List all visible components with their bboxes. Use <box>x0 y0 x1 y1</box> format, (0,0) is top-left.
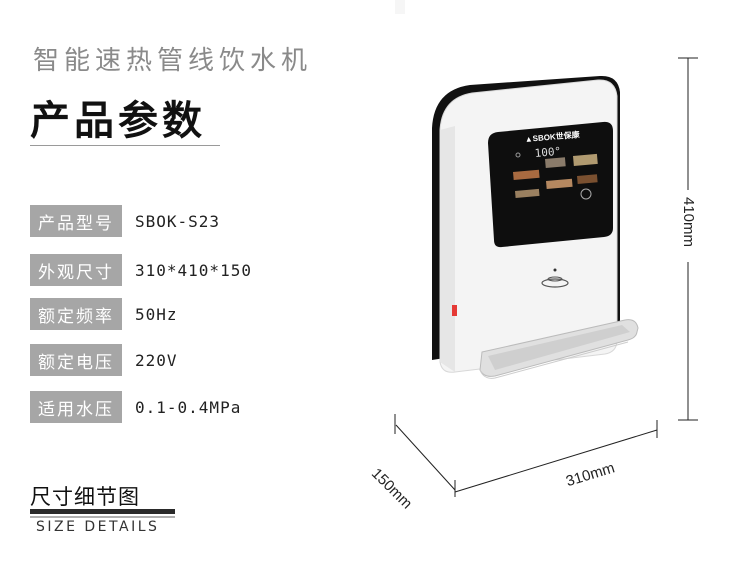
spec-label: 额定电压 <box>30 344 122 376</box>
spec-label: 产品型号 <box>30 205 122 237</box>
title-divider <box>30 145 220 146</box>
size-details-subtitle: SIZE DETAILS <box>36 519 160 535</box>
spec-row-model: 产品型号 SBOK-S23 <box>30 205 220 237</box>
spec-value: 0.1-0.4MPa <box>135 397 242 417</box>
svg-text:100°: 100° <box>534 145 562 160</box>
spec-value: SBOK-S23 <box>135 211 221 231</box>
spec-row-pressure: 适用水压 0.1-0.4MPa <box>30 391 241 423</box>
brand-logo: ▲SBOK世保康 <box>524 129 581 144</box>
product-subtitle: 智能速热管线饮水机 <box>33 46 313 76</box>
height-dimension-label: 410mm <box>680 197 697 248</box>
size-title-underline-light <box>30 516 175 518</box>
spec-label: 额定频率 <box>30 298 122 330</box>
spec-row-voltage: 额定电压 220V <box>30 344 178 376</box>
decorative-mark <box>395 0 405 14</box>
page-title: 产品参数 <box>30 98 206 144</box>
spec-value: 220V <box>135 350 178 370</box>
spec-label: 外观尺寸 <box>30 254 122 286</box>
spec-row-size: 外观尺寸 310*410*150 <box>30 254 252 286</box>
spec-value: 50Hz <box>135 304 178 324</box>
spec-label: 适用水压 <box>30 391 122 423</box>
spec-value: 310*410*150 <box>135 260 252 280</box>
size-title-underline <box>30 509 175 514</box>
size-details-title: 尺寸细节图 <box>30 485 140 509</box>
power-switch <box>452 305 457 316</box>
spec-row-frequency: 额定频率 50Hz <box>30 298 178 330</box>
